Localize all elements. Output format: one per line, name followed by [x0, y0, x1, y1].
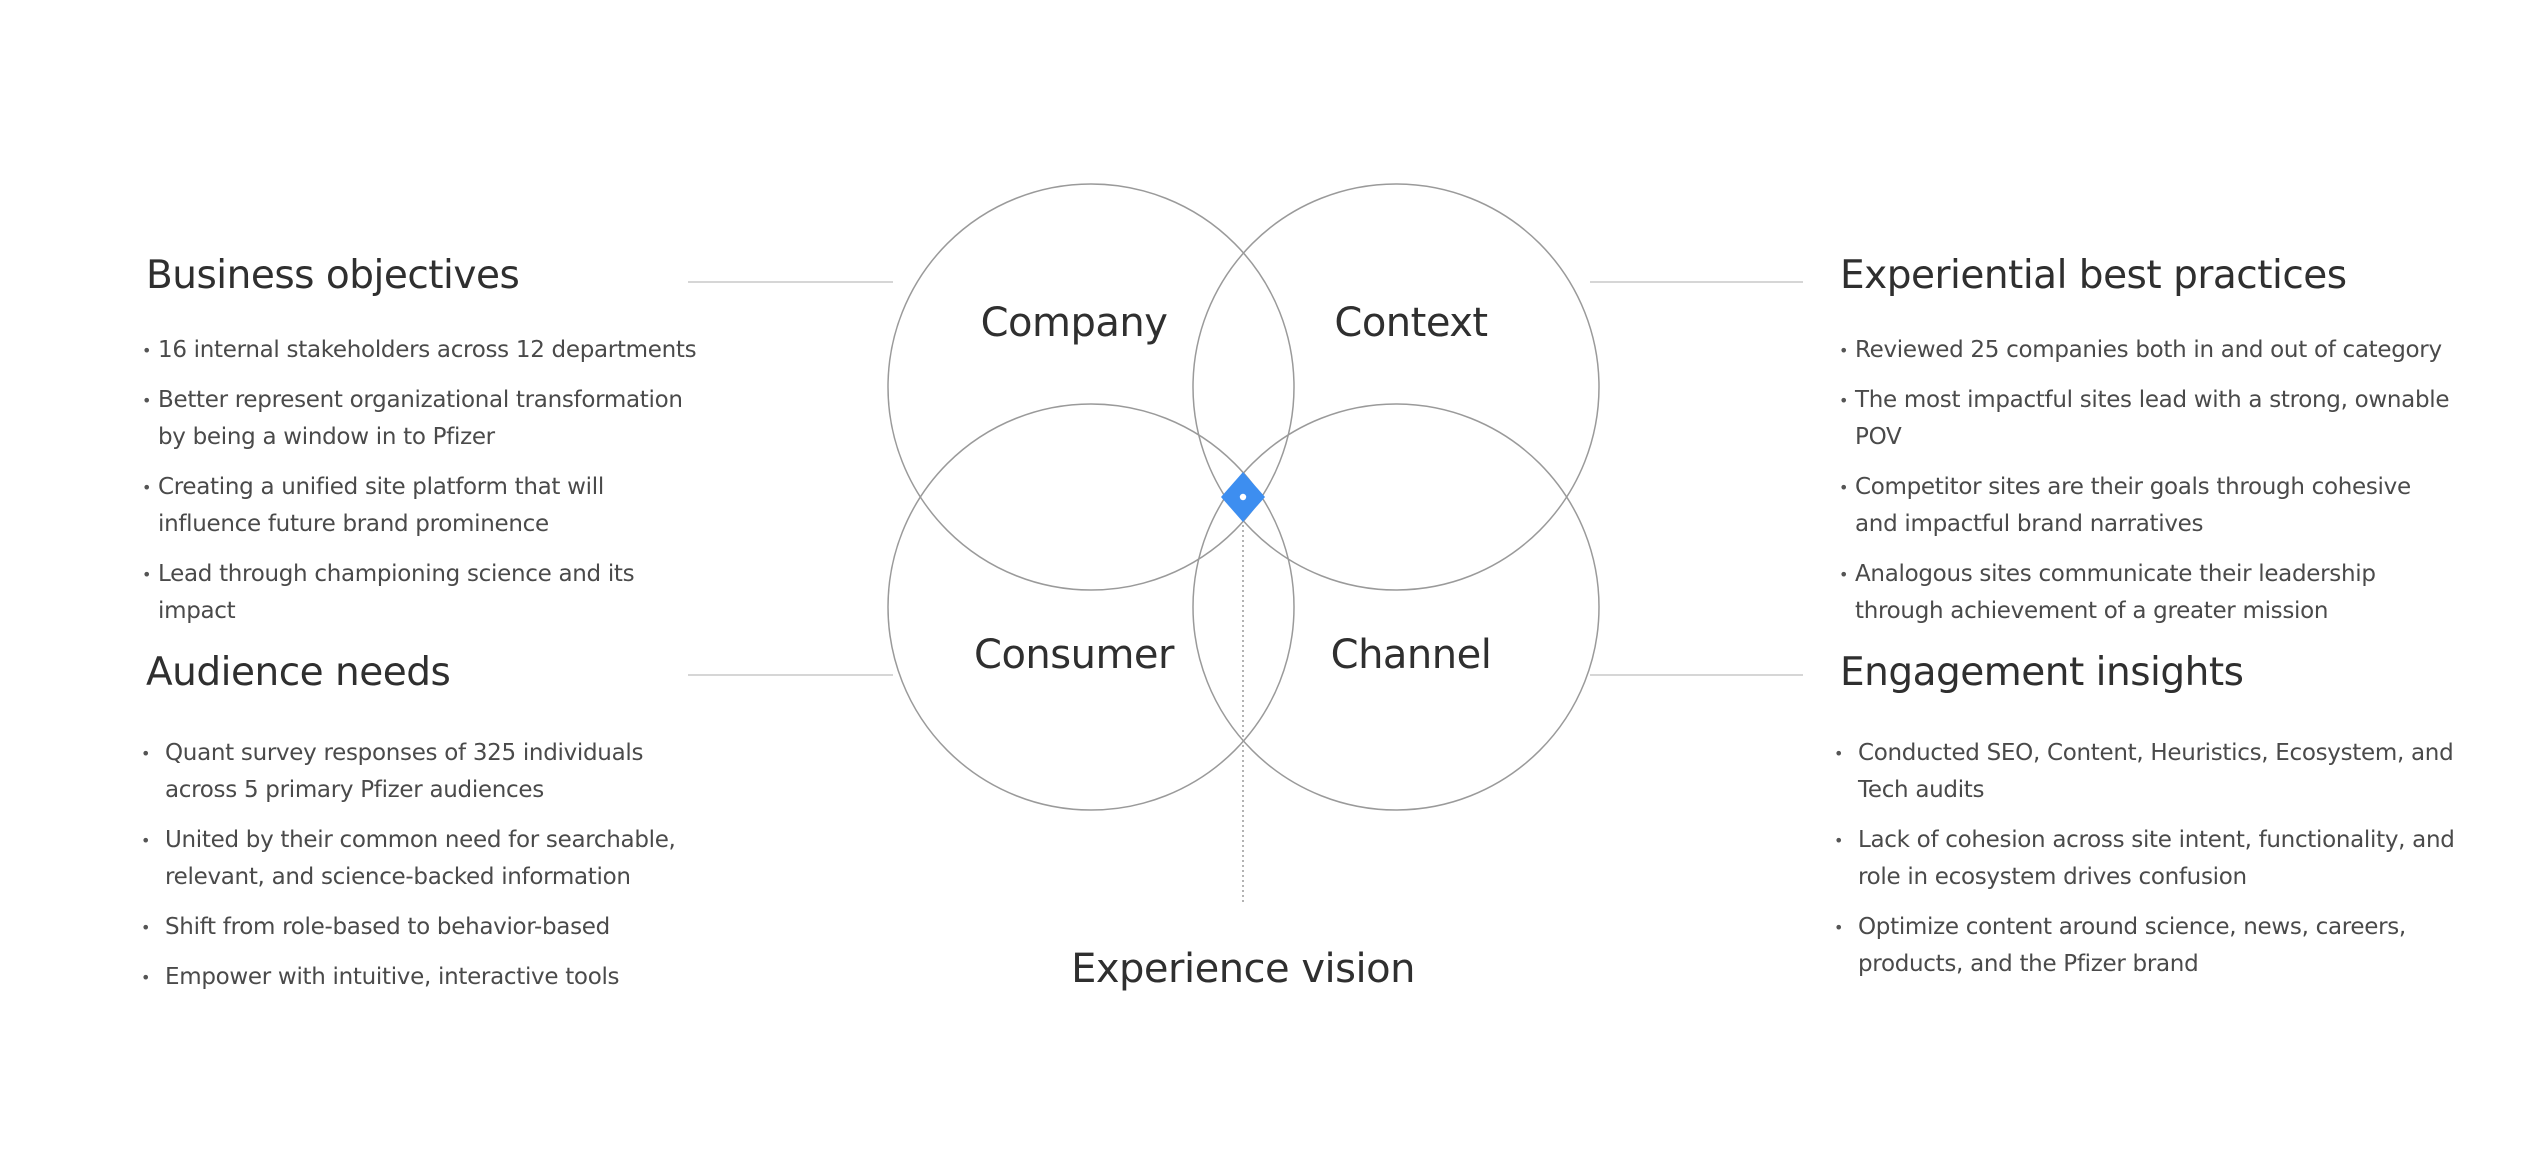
list-item: The most impactful sites lead with a str… [1839, 382, 2460, 456]
audience-needs-panel: Audience needs Quant survey responses of… [141, 650, 706, 1009]
audience-needs-title: Audience needs [146, 650, 451, 695]
circle-channel [1192, 403, 1600, 811]
engagement-insights-panel: Engagement insights Conducted SEO, Conte… [1834, 650, 2460, 996]
audience-needs-list: Quant survey responses of 325 individual… [141, 735, 706, 996]
circle-context [1192, 183, 1600, 591]
list-item: Competitor sites are their goals through… [1839, 469, 2460, 543]
list-item: Shift from role-based to behavior-based [141, 909, 706, 946]
list-item: 16 internal stakeholders across 12 depar… [142, 332, 706, 369]
diamond-icon [1221, 472, 1265, 522]
list-item: Conducted SEO, Content, Heuristics, Ecos… [1834, 735, 2460, 809]
experiential-best-practices-list: Reviewed 25 companies both in and out of… [1839, 332, 2460, 630]
list-item: Lack of cohesion across site intent, fun… [1834, 822, 2460, 896]
experiential-best-practices-title: Experiential best practices [1840, 253, 2347, 298]
circle-label-channel: Channel [1331, 632, 1492, 678]
list-item: Empower with intuitive, interactive tool… [141, 959, 706, 996]
list-item: Optimize content around science, news, c… [1834, 909, 2460, 983]
engagement-insights-list: Conducted SEO, Content, Heuristics, Ecos… [1834, 735, 2460, 983]
circle-consumer [887, 403, 1295, 811]
business-objectives-panel: Business objectives 16 internal stakehol… [142, 253, 706, 643]
list-item: Quant survey responses of 325 individual… [141, 735, 706, 809]
list-item: Analogous sites communicate their leader… [1839, 556, 2460, 630]
business-objectives-list: 16 internal stakeholders across 12 depar… [142, 332, 706, 630]
experience-vision-label: Experience vision [1071, 946, 1415, 992]
list-item: Lead through championing science and its… [142, 556, 706, 630]
engagement-insights-title: Engagement insights [1840, 650, 2244, 695]
circle-label-consumer: Consumer [974, 632, 1175, 678]
business-objectives-title: Business objectives [146, 253, 520, 298]
list-item: Reviewed 25 companies both in and out of… [1839, 332, 2460, 369]
list-item: United by their common need for searchab… [141, 822, 706, 896]
list-item: Creating a unified site platform that wi… [142, 469, 706, 543]
circle-label-company: Company [981, 300, 1168, 346]
experiential-best-practices-panel: Experiential best practices Reviewed 25 … [1839, 253, 2460, 643]
list-item: Better represent organizational transfor… [142, 382, 706, 456]
circle-company [887, 183, 1295, 591]
circle-label-context: Context [1334, 300, 1487, 346]
